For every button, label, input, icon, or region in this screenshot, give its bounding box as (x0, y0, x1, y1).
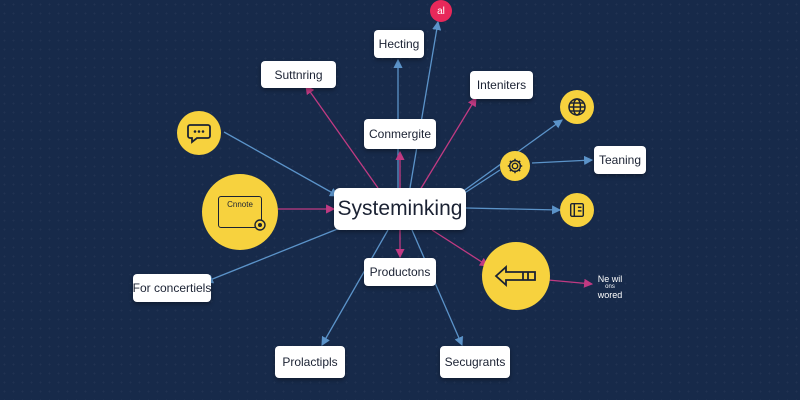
top-badge-text: al (437, 5, 445, 17)
node-hecting-label: Hecting (378, 37, 420, 51)
side-label: Ne wil ons wored (594, 274, 626, 300)
side-label-line-2: ons (605, 284, 615, 290)
center-node: Systeminking (334, 188, 466, 230)
edge-inteniters (419, 97, 477, 191)
edge-gear (459, 169, 501, 197)
certificate-card: Cnnote (218, 196, 266, 231)
node-suttnring: Suttnring (261, 61, 336, 88)
node-productons-label: Productons (369, 265, 431, 279)
edge-arrow-circle (431, 229, 489, 267)
node-conmergite-label: Conmergite (368, 127, 432, 141)
node-for-concertiels-label: For concertiels (132, 281, 212, 295)
node-inteniters-label: Inteniters (476, 78, 527, 92)
edge-chat (223, 131, 339, 197)
edge-side-label (547, 278, 594, 288)
top-badge: al (430, 0, 452, 22)
node-for-concertiels: For concertiels (133, 274, 211, 302)
node-secugrants-label: Secugrants (444, 355, 506, 369)
book-icon (560, 193, 594, 227)
seal-icon (254, 219, 266, 231)
node-teaning: Teaning (594, 146, 646, 174)
gear-icon (500, 151, 530, 181)
node-suttnring-label: Suttnring (274, 67, 323, 82)
edge-teaning (531, 155, 594, 165)
globe-icon (560, 90, 594, 124)
certificate-card-text: Cnnote (227, 200, 253, 209)
side-label-line-1: Ne wil (597, 274, 623, 284)
node-secugrants: Secugrants (440, 346, 510, 378)
chat-bubble-icon (177, 111, 221, 155)
center-node-label: Systeminking (337, 197, 463, 220)
node-hecting: Hecting (374, 30, 424, 58)
node-conmergite: Conmergite (364, 119, 436, 149)
node-inteniters: Inteniters (470, 71, 533, 99)
edge-top-badge (409, 20, 442, 189)
node-prolactipls-label: Prolactipls (282, 355, 338, 369)
node-prolactipls: Prolactipls (275, 346, 345, 378)
edge-for-concertiels (203, 227, 341, 284)
node-productons: Productons (364, 258, 436, 286)
side-label-line-3: wored (597, 290, 623, 300)
edge-book (465, 205, 562, 215)
node-teaning-label: Teaning (598, 153, 642, 167)
arrow-left-icon (482, 242, 550, 310)
edge-secugrants (411, 229, 463, 347)
edge-prolactipls (321, 229, 389, 346)
certificate-icon: Cnnote (202, 174, 278, 250)
edge-suttnring (305, 85, 379, 189)
